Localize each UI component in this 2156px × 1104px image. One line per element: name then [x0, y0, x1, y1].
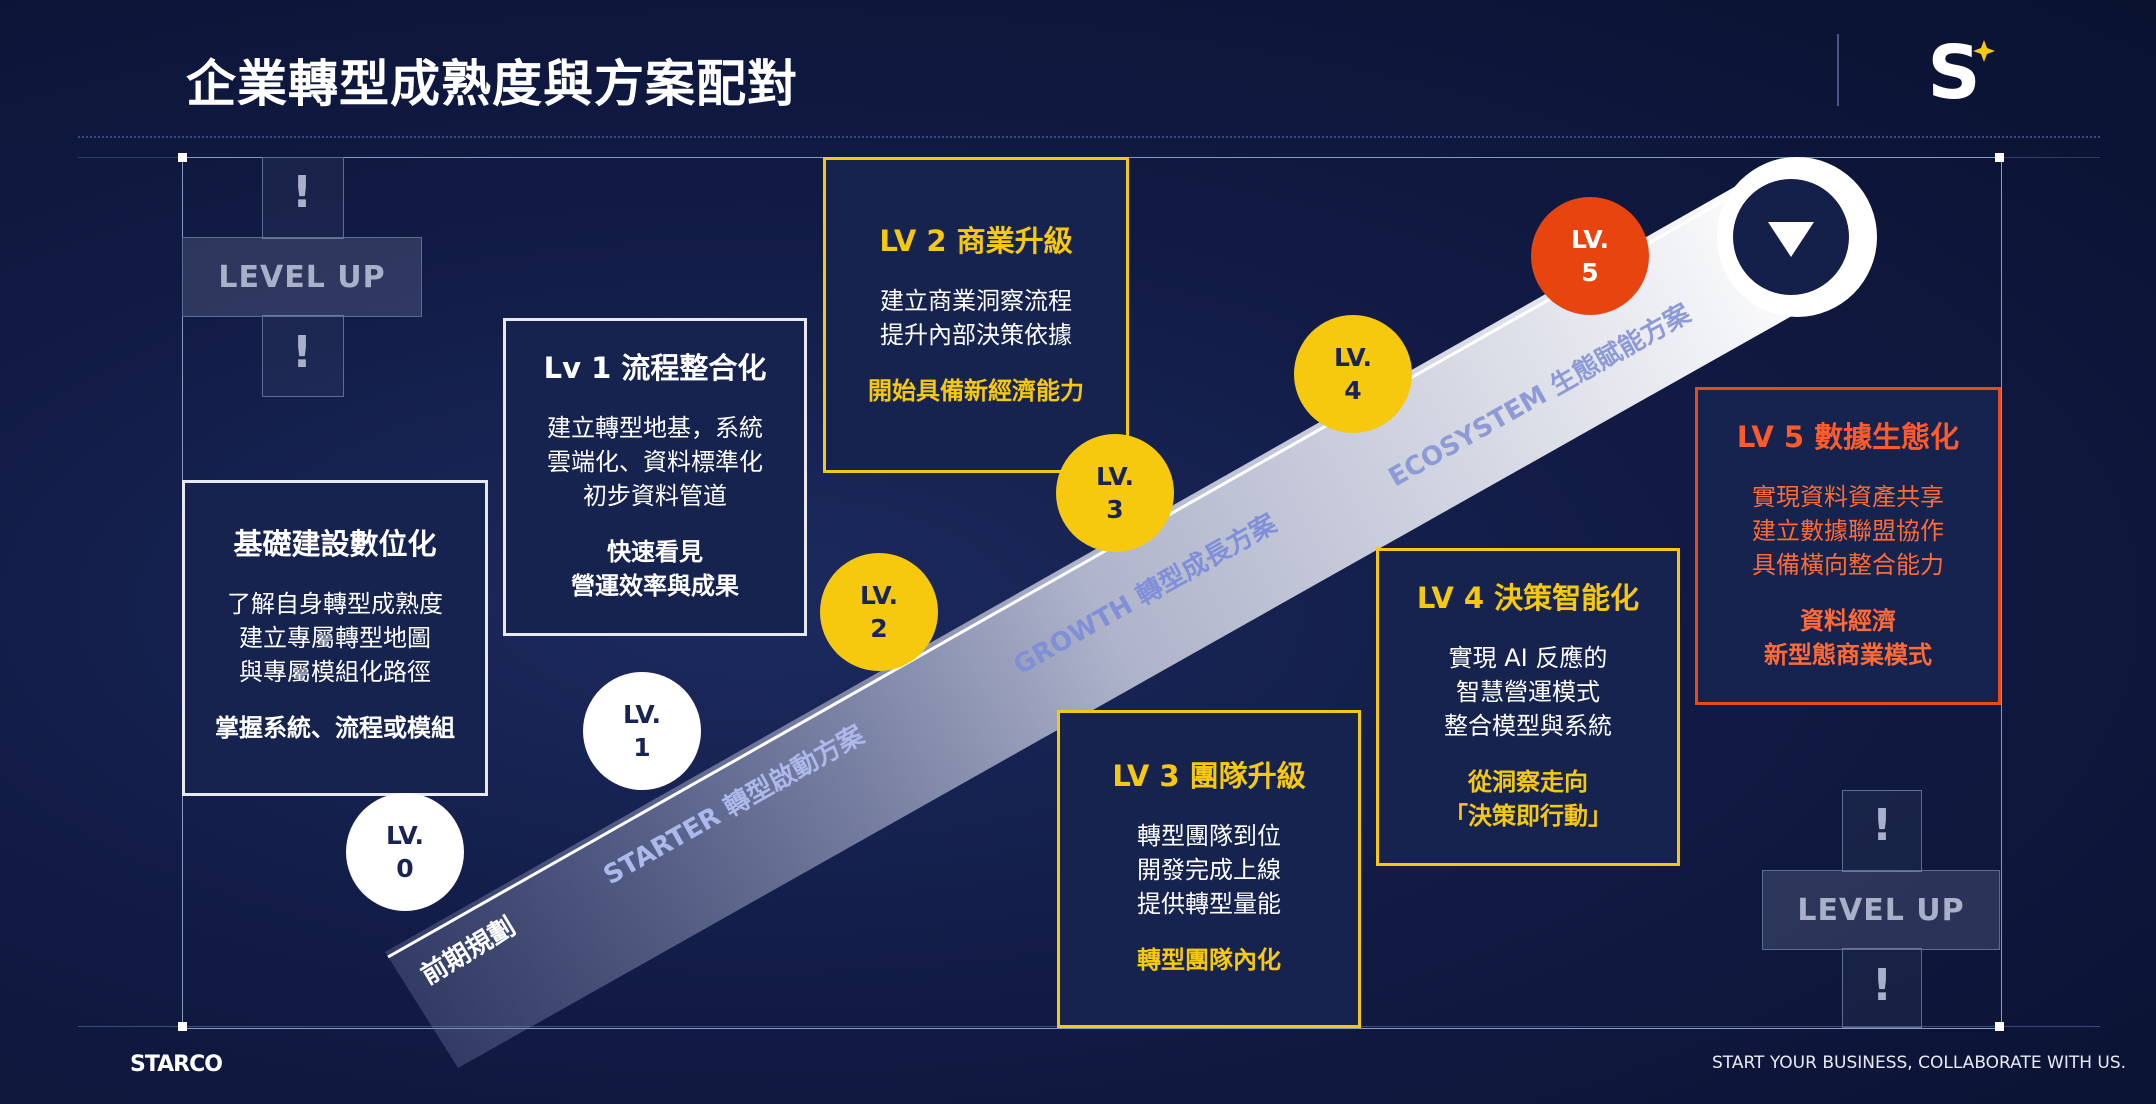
box-line: 建立轉型地基，系統 — [547, 414, 763, 442]
level-up-label: LEVEL UP — [1762, 870, 2000, 950]
plus-arm-bottom — [262, 315, 344, 397]
box-line: 整合模型與系統 — [1444, 712, 1612, 740]
frame-corner — [1995, 153, 2004, 162]
level-box-lv0: 基礎建設數位化 了解自身轉型成熟度 建立專屬轉型地圖 與專屬模組化路徑 掌握系統… — [182, 480, 488, 796]
exclamation-icon: ! — [291, 167, 313, 218]
level-up-plus-top: LEVEL UP ! ! — [182, 157, 422, 397]
box-line: 智慧營運模式 — [1456, 678, 1600, 706]
box-key: 新型態商業模式 — [1764, 641, 1932, 669]
box-line: 建立數據聯盟協作 — [1752, 517, 1944, 545]
box-key: 快速看見 — [607, 538, 703, 566]
exclamation-icon: ! — [1871, 960, 1893, 1011]
exclamation-icon: ! — [1871, 800, 1893, 851]
circle-number: 4 — [1344, 376, 1362, 405]
frame-corner — [1995, 1022, 2004, 1031]
level-circle-0: LV. 0 — [346, 793, 464, 911]
box-line: 轉型團隊到位 — [1137, 822, 1281, 850]
level-box-lv1: Lv 1 流程整合化 建立轉型地基，系統 雲端化、資料標準化 初步資料管道 快速… — [503, 318, 807, 636]
circle-prefix: LV. — [1333, 343, 1373, 372]
frame-corner — [178, 153, 187, 162]
frame-corner — [178, 1022, 187, 1031]
box-title: 基礎建設數位化 — [233, 527, 437, 561]
header-divider — [1837, 34, 1839, 106]
level-circle-4: LV. 4 — [1294, 315, 1412, 433]
level-up-plus-bottom: LEVEL UP ! ! — [1762, 790, 2002, 1030]
box-title: LV 4 決策智能化 — [1416, 581, 1640, 615]
header-dotted-rule — [78, 136, 2100, 138]
ramp-edge — [387, 181, 1756, 959]
box-title: LV 2 商業升級 — [879, 224, 1073, 258]
circle-prefix: LV. — [622, 700, 662, 729]
level-circle-5: LV. 5 — [1531, 197, 1649, 315]
box-key: 轉型團隊內化 — [1137, 946, 1281, 974]
level-box-lv3: LV 3 團隊升級 轉型團隊到位 開發完成上線 提供轉型量能 轉型團隊內化 — [1057, 710, 1361, 1028]
box-key: 「決策即行動」 — [1444, 802, 1612, 830]
circle-number: 3 — [1106, 495, 1124, 524]
level-box-lv5: LV 5 數據生態化 實現資料資產共享 建立數據聯盟協作 具備橫向整合能力 資料… — [1695, 387, 2001, 705]
footer-tagline: START YOUR BUSINESS, COLLABORATE WITH US… — [1712, 1053, 2127, 1073]
level-up-label: LEVEL UP — [182, 237, 422, 317]
exclamation-icon: ! — [291, 327, 313, 378]
circle-number: 2 — [870, 614, 888, 643]
circle-number: 1 — [633, 733, 651, 762]
box-line: 提升內部決策依據 — [880, 321, 1072, 349]
level-box-lv4: LV 4 決策智能化 實現 AI 反應的 智慧營運模式 整合模型與系統 從洞察走… — [1376, 548, 1680, 866]
starco-logo: S — [1920, 30, 2000, 116]
level-circle-1: LV. 1 — [583, 672, 701, 790]
plus-arm-bottom — [1842, 948, 1922, 1028]
box-key: 開始具備新經濟能力 — [868, 377, 1084, 405]
box-line: 具備橫向整合能力 — [1752, 551, 1944, 579]
box-key: 營運效率與成果 — [571, 572, 739, 600]
circle-prefix: LV. — [385, 821, 425, 850]
circle-number: 5 — [1581, 258, 1599, 287]
box-title: LV 3 團隊升級 — [1112, 759, 1306, 793]
circle-number: 0 — [396, 854, 414, 883]
box-line: 初步資料管道 — [583, 482, 727, 510]
circle-prefix: LV. — [1095, 462, 1135, 491]
box-line: 了解自身轉型成熟度 — [227, 590, 443, 618]
box-key: 資料經濟 — [1800, 607, 1896, 635]
page-title: 企業轉型成熟度與方案配對 — [186, 55, 798, 113]
level-circle-3: LV. 3 — [1056, 434, 1174, 552]
box-line: 實現 AI 反應的 — [1448, 644, 1608, 672]
box-key: 掌握系統、流程或模組 — [215, 714, 455, 742]
box-title: LV 5 數據生態化 — [1736, 420, 1960, 454]
box-line: 提供轉型量能 — [1137, 890, 1281, 918]
box-line: 建立商業洞察流程 — [880, 287, 1072, 315]
level-box-lv2: LV 2 商業升級 建立商業洞察流程 提升內部決策依據 開始具備新經濟能力 — [823, 157, 1129, 473]
box-line: 與專屬模組化路徑 — [239, 658, 431, 686]
box-line: 開發完成上線 — [1137, 856, 1281, 884]
svg-text:S: S — [1927, 32, 1980, 112]
ramp-band — [385, 177, 1829, 1068]
box-key: 從洞察走向 — [1468, 768, 1588, 796]
box-title: Lv 1 流程整合化 — [543, 351, 767, 385]
footer-brand: STARCO — [130, 1052, 223, 1077]
level-circle-2: LV. 2 — [820, 553, 938, 671]
box-line: 建立專屬轉型地圖 — [239, 624, 431, 652]
box-line: 實現資料資產共享 — [1752, 483, 1944, 511]
plus-arm-top — [262, 157, 344, 239]
circle-prefix: LV. — [1570, 225, 1610, 254]
plus-arm-top — [1842, 790, 1922, 872]
circle-prefix: LV. — [859, 581, 899, 610]
box-line: 雲端化、資料標準化 — [547, 448, 763, 476]
triangle-down-icon — [1768, 222, 1814, 257]
